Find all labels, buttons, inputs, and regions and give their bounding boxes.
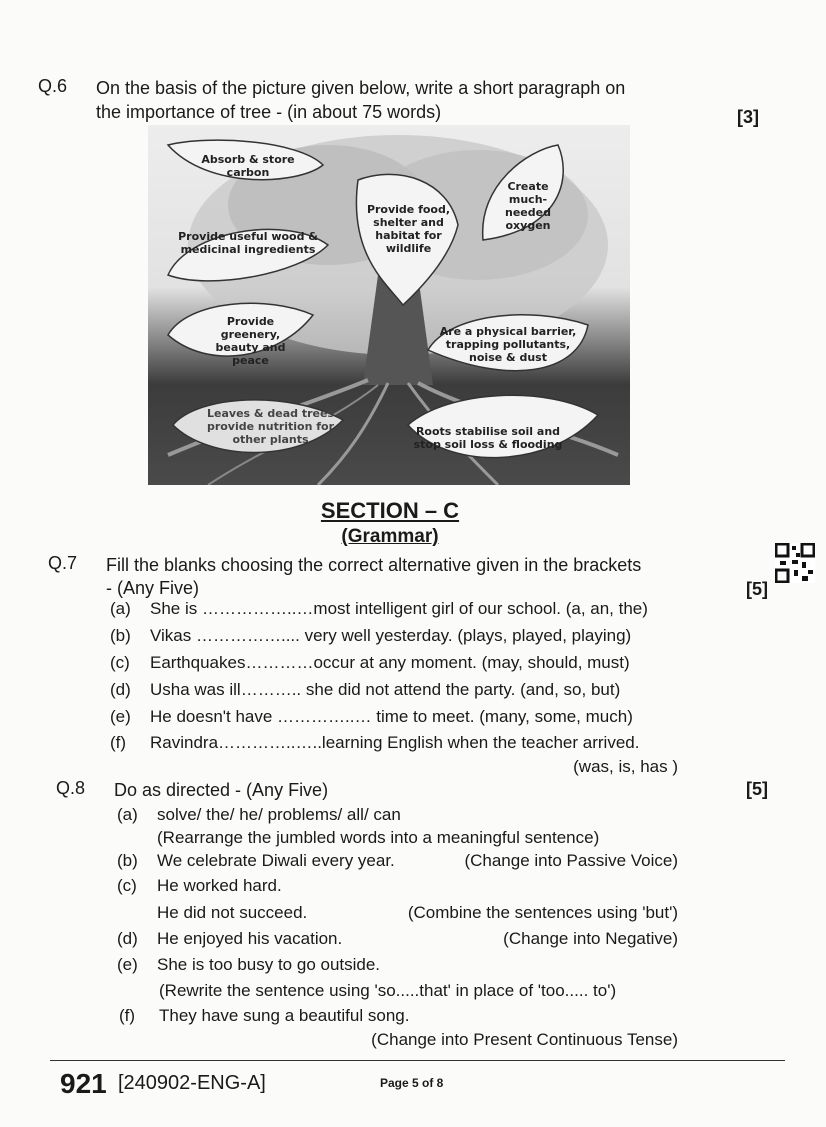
question-number-8: Q.8 [56, 778, 86, 798]
q7-item-c: (c) Earthquakes…………occur at any moment. (… [110, 653, 630, 673]
qr-code-icon [775, 543, 815, 583]
q8-item-f-label: (f) [119, 1006, 136, 1025]
q7-item-f-options: (was, is, has ) [573, 757, 678, 776]
q8-item-a-text: solve/ the/ he/ problems/ all/ can [157, 805, 401, 824]
q7-item-text: He doesn't have …………..… time to meet. (m… [150, 707, 633, 726]
q7-item-text: Earthquakes…………occur at any moment. (may… [150, 653, 630, 672]
question-6-marks: [3] [737, 107, 759, 127]
q8-item-b-label: (b) [117, 851, 138, 870]
q8-item-f-instruction: (Change into Present Continuous Tense) [371, 1030, 678, 1049]
question-number-6: Q.6 [38, 76, 68, 96]
question-7-text-line2: - (Any Five) [106, 578, 200, 598]
section-title: SECTION – C [320, 498, 460, 523]
tree-illustration [166, 135, 619, 485]
q7-item-text: Vikas …………….... very well yesterday. (pl… [150, 626, 632, 645]
q8-item-a-label: (a) [117, 805, 138, 824]
question-number-7: Q.7 [48, 553, 78, 573]
question-6-text-line1: On the basis of the picture given below,… [96, 78, 626, 98]
q8-item-d-instruction: (Change into Negative) [503, 929, 678, 948]
q8-item-c-instruction: (Combine the sentences using 'but') [407, 903, 678, 922]
q7-item-b: (b) Vikas …………….... very well yesterday. … [110, 626, 631, 646]
footer-paper-code: [240902-ENG-A] [118, 1072, 266, 1094]
section-subtitle: (Grammar) [341, 526, 439, 547]
footer-code: 921 [60, 1068, 107, 1099]
q7-item-label: (a) [110, 599, 131, 618]
q8-item-b-instruction: (Change into Passive Voice) [464, 851, 678, 870]
leaf-roots-stabilise: Roots stabilise soil and stop soil loss … [413, 425, 563, 451]
q8-item-e-text: She is too busy to go outside. [157, 955, 381, 974]
q7-item-label: (c) [110, 653, 130, 672]
leaf-nutrition: Leaves & dead trees provide nutrition fo… [206, 407, 335, 446]
q7-item-label: (e) [110, 707, 131, 726]
q8-item-d-label: (d) [117, 929, 138, 948]
footer-page-number: Page 5 of 8 [380, 1076, 444, 1090]
q8-item-b-text: We celebrate Diwali every year. [157, 851, 395, 870]
q7-item-text: Ravindra…………..…..learning English when t… [150, 733, 640, 752]
question-7-text-line1: Fill the blanks choosing the correct alt… [106, 555, 642, 575]
leaf-physical-barrier: Are a physical barrier, trapping polluta… [439, 325, 577, 364]
q7-item-e: (e) He doesn't have …………..… time to meet.… [110, 707, 633, 727]
leaf-greenery: Provide greenery, beauty and peace [215, 315, 286, 367]
leaf-provide-food-shelter: Provide food, shelter and habitat for wi… [366, 203, 451, 255]
q8-item-c-text2: He did not succeed. [157, 903, 308, 922]
q7-item-text: She is ……………..…most intelligent girl of … [150, 599, 648, 618]
q8-item-a-instruction: (Rearrange the jumbled words into a mean… [157, 828, 600, 847]
q8-item-d-text: He enjoyed his vacation. [157, 929, 343, 948]
q7-item-label: (d) [110, 680, 131, 699]
tree-importance-figure: Absorb & store carbon Create much-needed… [148, 125, 630, 485]
q7-item-d: (d) Usha was ill……….. she did not attend … [110, 680, 620, 700]
leaf-absorb-carbon: Absorb & store carbon [201, 153, 295, 179]
q7-item-label: (b) [110, 626, 131, 645]
question-8-text: Do as directed - (Any Five) [114, 780, 329, 800]
q7-item-a: (a) She is ……………..…most intelligent girl … [110, 599, 648, 619]
question-8-marks: [5] [746, 779, 768, 799]
footer-divider [50, 1060, 785, 1061]
q8-item-c-label: (c) [117, 876, 137, 895]
question-6-text-line2: the importance of tree - (in about 75 wo… [96, 102, 442, 122]
leaf-provide-wood: Provide useful wood & medicinal ingredie… [178, 230, 318, 256]
q8-item-e-instruction: (Rewrite the sentence using 'so.....that… [159, 981, 617, 1000]
q8-item-f-text: They have sung a beautiful song. [159, 1006, 410, 1025]
q7-item-label: (f) [110, 733, 127, 752]
q8-item-c-text1: He worked hard. [157, 876, 282, 895]
q7-item-f: (f) Ravindra…………..…..learning English whe… [110, 733, 639, 753]
q8-item-e-label: (e) [117, 955, 138, 974]
leaf-create-oxygen: Create much-needed oxygen [505, 180, 551, 232]
question-7-marks: [5] [746, 579, 768, 599]
q7-item-text: Usha was ill……….. she did not attend the… [150, 680, 621, 699]
